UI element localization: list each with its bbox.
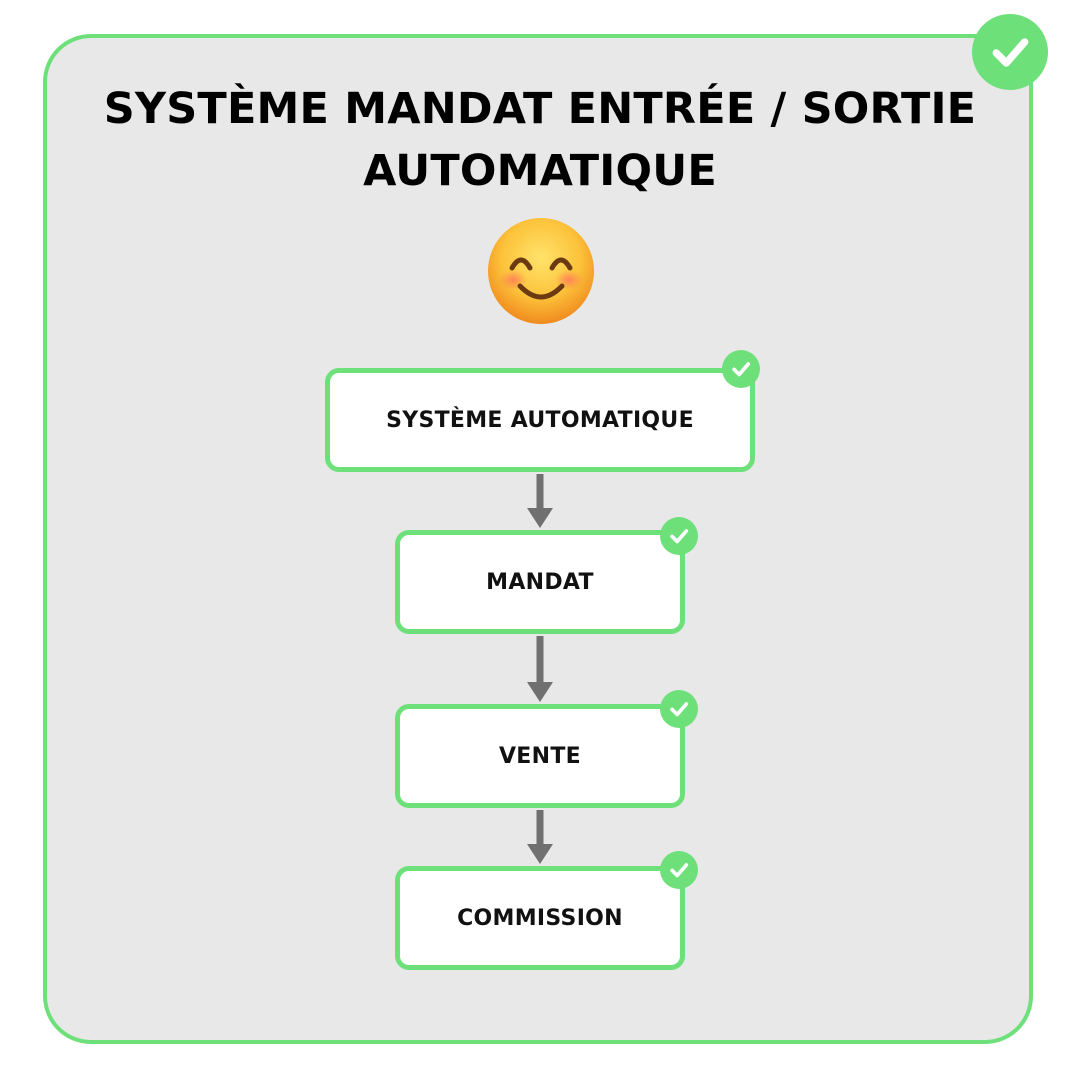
title-line-2: AUTOMATIQUE [363,146,717,196]
flow-node-mandat: MANDAT [395,530,685,634]
flow-node-systeme-automatique: SYSTÈME AUTOMATIQUE [325,368,755,472]
check-circle-icon [660,517,698,555]
check-circle-icon [660,851,698,889]
smiling-face-emoji-icon [486,216,596,326]
diagram-title: SYSTÈME MANDAT ENTRÉE / SORTIE AUTOMATIQ… [90,78,990,202]
node-label: MANDAT [486,569,594,595]
check-circle-icon [972,14,1048,90]
check-circle-icon [722,350,760,388]
node-label: VENTE [498,743,581,769]
title-line-1: SYSTÈME MANDAT ENTRÉE / SORTIE [103,84,977,134]
node-label: SYSTÈME AUTOMATIQUE [386,407,694,433]
check-circle-icon [660,690,698,728]
node-label: COMMISSION [457,905,623,931]
flow-node-vente: VENTE [395,704,685,808]
flow-node-commission: COMMISSION [395,866,685,970]
